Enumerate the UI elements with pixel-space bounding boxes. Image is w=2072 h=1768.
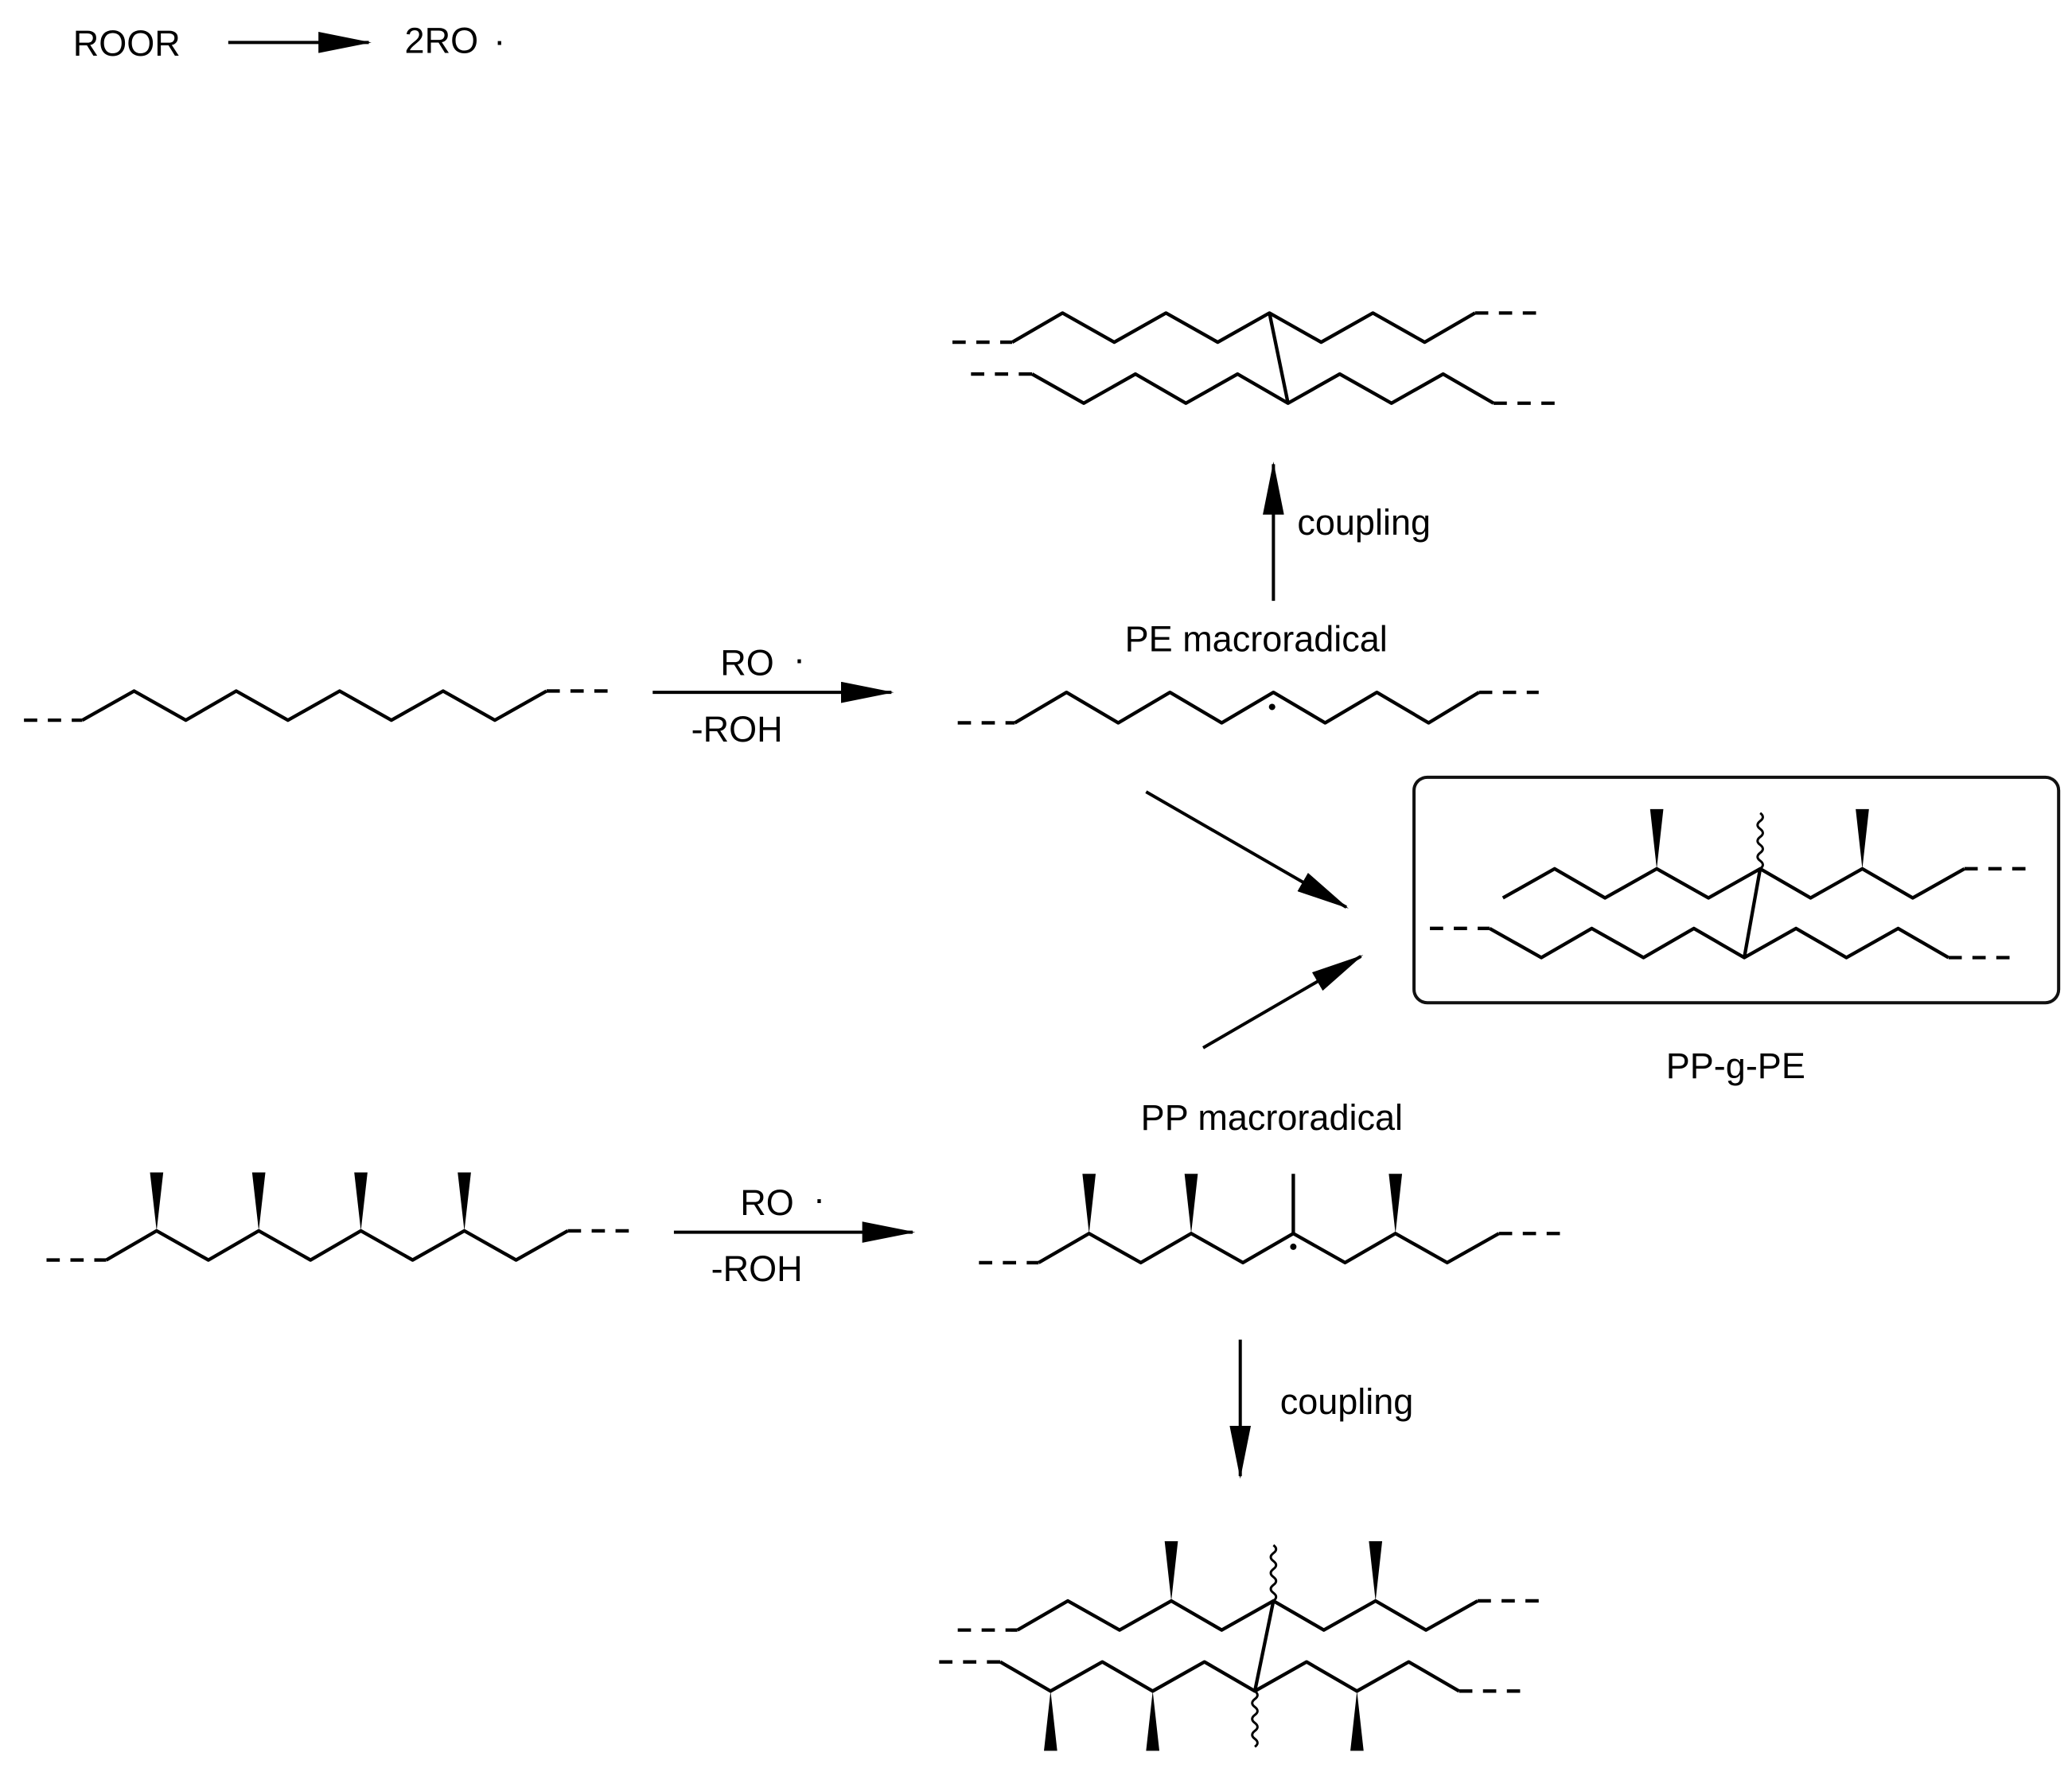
roor-label: ROOR [73, 23, 181, 64]
radical-center-dot [1290, 1243, 1297, 1250]
pp-macroradical-wedges [1082, 1174, 1403, 1234]
wavy-bond [1269, 1544, 1278, 1602]
graft-product-label: PP-g-PE [1666, 1046, 1805, 1086]
radical-dot: · [793, 638, 805, 679]
pp-macroradical-label: PP macroradical [1141, 1097, 1403, 1138]
pp-abstraction-reagent: RO [740, 1182, 793, 1223]
alkoxy-radical-label: 2RO [405, 21, 479, 61]
pp-coupling-arrow: coupling [1229, 1339, 1414, 1479]
pp-g-pe-product: PP-g-PE [1412, 775, 2061, 1086]
pp-abstraction-byproduct: -ROH [711, 1248, 803, 1289]
product-frame [1412, 775, 2061, 1005]
pp-abstraction-arrow: RO · -ROH [673, 1178, 916, 1289]
pp-coupling-label: coupling [1280, 1381, 1414, 1422]
initiation-step: ROOR 2RO · [73, 21, 505, 64]
radical-center-dot [1268, 703, 1276, 711]
pp-to-graft-arrow [1202, 955, 1364, 1050]
pe-to-graft-arrow [1145, 790, 1349, 909]
pe-macroradical-chain [957, 690, 1539, 725]
pe-pe-crosslink-structure [952, 311, 1555, 405]
pp-macroradical-chain [979, 1174, 1560, 1265]
wavy-bond [1251, 1690, 1259, 1748]
pe-chain [24, 689, 608, 722]
wavy-bond [1756, 812, 1764, 870]
pe-coupling-arrow: coupling [1263, 461, 1431, 602]
pp-methyl-wedges [150, 1172, 471, 1231]
pe-abstraction-arrow: RO · -ROH [652, 638, 894, 750]
pe-coupling-label: coupling [1297, 502, 1431, 543]
pe-macroradical-label: PE macroradical [1125, 618, 1388, 659]
pe-abstraction-byproduct: -ROH [691, 709, 783, 750]
radical-dot: · [813, 1178, 825, 1219]
radical-dot: · [493, 21, 505, 61]
pp-chain [46, 1229, 629, 1262]
pe-abstraction-reagent: RO [720, 642, 774, 683]
pp-pp-crosslink-structure [939, 1540, 1539, 1751]
